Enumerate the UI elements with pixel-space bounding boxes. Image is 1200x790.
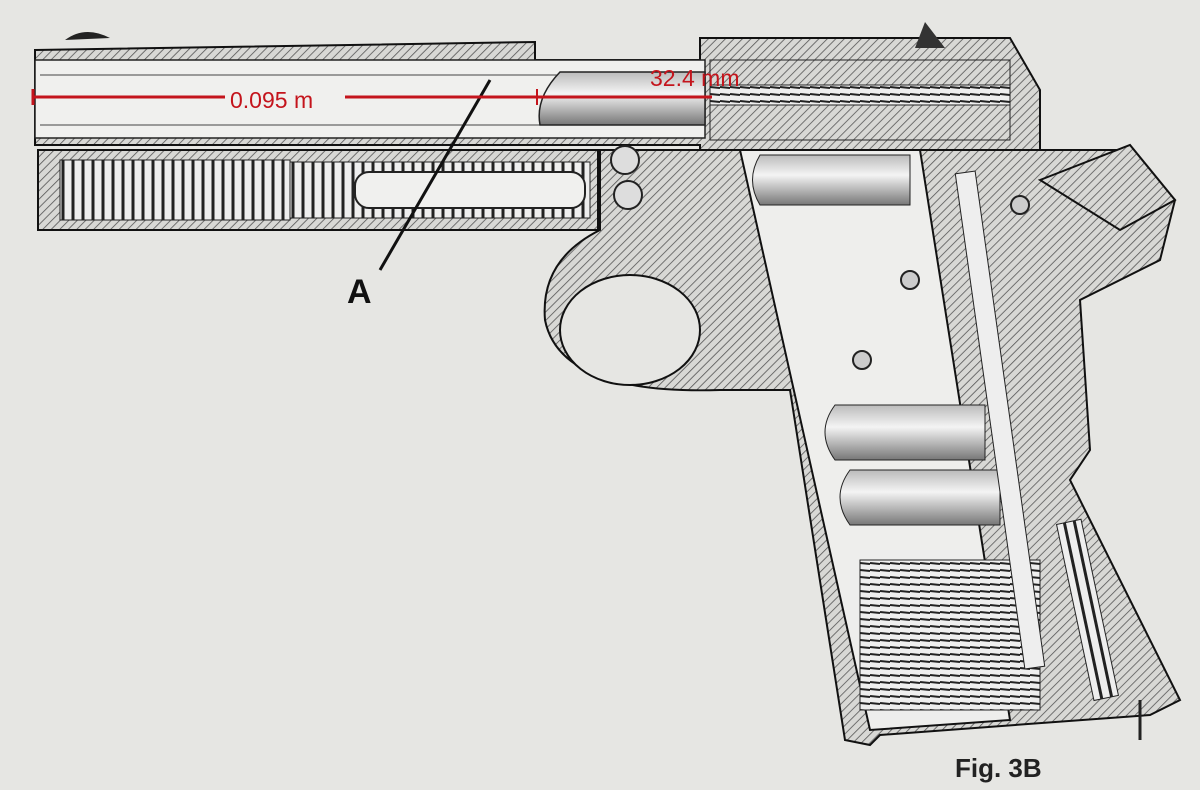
measurement-overlay: 0.095 m 32.4 mm (31, 65, 739, 113)
mainspring (1055, 518, 1120, 702)
cartridge (752, 154, 911, 206)
slide (34, 22, 1041, 151)
cartridge (824, 404, 986, 461)
barrel-length-label: 0.095 m (230, 87, 313, 113)
cartridge (839, 469, 1001, 526)
magazine-spring (859, 559, 1041, 711)
trigger-guard-opening (559, 274, 701, 386)
rear-sight (915, 22, 945, 48)
figure-caption: Fig. 3B (955, 753, 1042, 783)
front-sight (65, 31, 110, 40)
part-a-leader-line (378, 79, 492, 271)
part-a-label: A (347, 273, 372, 311)
hammer (1037, 143, 1177, 232)
recoil-spring (37, 149, 599, 231)
frame (543, 143, 1182, 747)
cartridge-length-label: 32.4 mm (650, 65, 739, 91)
